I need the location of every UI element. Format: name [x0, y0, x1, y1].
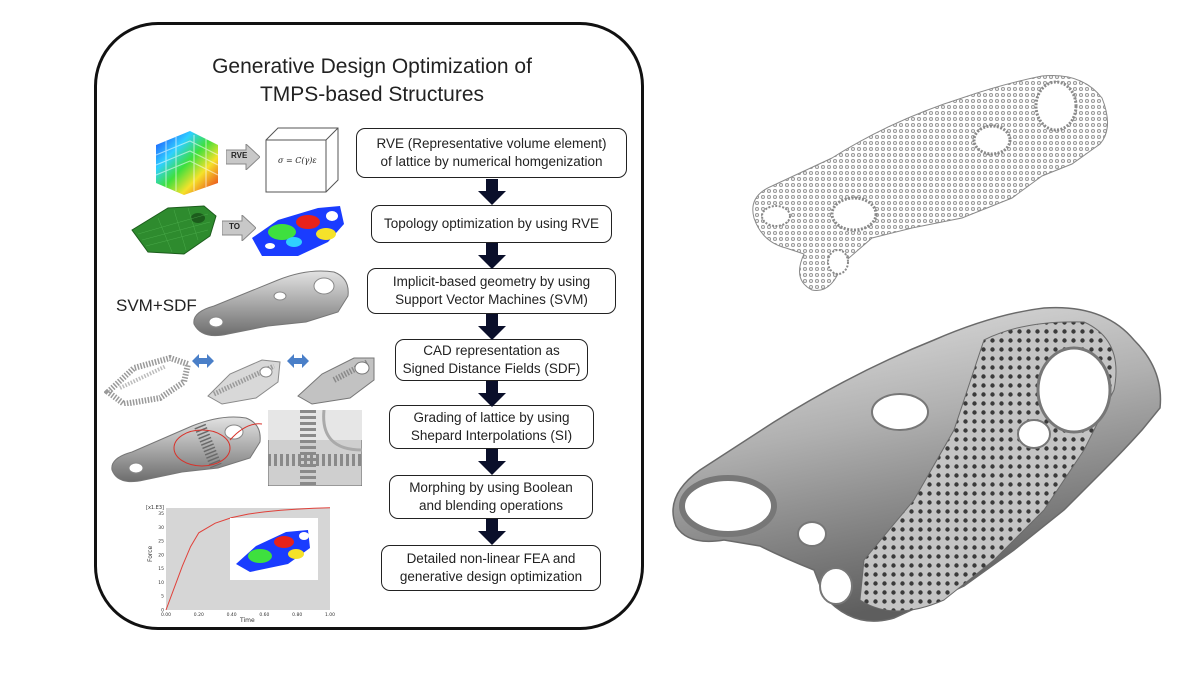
chart-multiplier: [x1.E3] — [146, 505, 164, 511]
chart-y-tick-label: 0 — [161, 608, 164, 614]
rve-arrow — [226, 144, 260, 170]
chart-series-line — [165, 507, 331, 611]
svm-sdf-label: SVM+SDF — [116, 296, 197, 315]
title-line-1: Generative Design Optimization of — [212, 55, 532, 78]
svm-sdf-solid-part-image — [193, 270, 349, 337]
flow-arrow-4 — [478, 381, 506, 407]
lattice-stage-2-image — [207, 359, 281, 405]
fea-inset-image — [230, 518, 318, 580]
lattice-stage-3-image — [297, 357, 375, 405]
step-morphing: Morphing by using Boolean and blending o… — [389, 475, 593, 519]
to-arrow-label: TO — [229, 222, 240, 231]
rve-lattice-cube-image — [155, 131, 219, 195]
step-to-line1: Topology optimization by using RVE — [383, 216, 600, 231]
chart-x-tick-label: 0.80 — [292, 612, 302, 618]
step-rve-line1: RVE (Representative volume element) — [376, 136, 607, 151]
panel-title: Generative Design Optimization of TMPS-b… — [97, 53, 647, 109]
step-fea-optimization: Detailed non-linear FEA and generative d… — [381, 545, 601, 591]
chart-x-tick-label: 0.20 — [194, 612, 204, 618]
chart-x-tick-label: 1.00 — [325, 612, 335, 618]
step-morph-line1: Morphing by using Boolean — [409, 480, 573, 495]
step-fea-line2: generative design optimization — [399, 569, 583, 584]
step-si-line2: Shepard Interpolations (SI) — [410, 428, 573, 443]
step-morph-line2: and blending operations — [418, 498, 564, 513]
step-implicit-geometry: Implicit-based geometry by using Support… — [367, 268, 616, 314]
fe-mesh-part-image — [131, 205, 217, 255]
chart-y-tick-label: 25 — [158, 539, 164, 545]
flow-arrow-2 — [478, 243, 506, 269]
step-svm-line2: Support Vector Machines (SVM) — [395, 292, 588, 307]
step-topology-optimization: Topology optimization by using RVE — [371, 205, 612, 243]
chart-y-tick-label: 15 — [158, 566, 164, 572]
chart-y-tick-label: 20 — [158, 552, 164, 558]
step-rve-line2: of lattice by numerical homgenization — [380, 154, 603, 169]
homogenized-cube-image — [265, 127, 339, 193]
chart-y-axis-label: Force — [147, 545, 154, 562]
chart-y-tick-label: 5 — [161, 594, 164, 600]
chart-y-tick-label: 30 — [158, 525, 164, 531]
flow-arrow-5 — [478, 449, 506, 475]
chart-x-tick-label: 0.60 — [259, 612, 269, 618]
flow-arrow-3 — [478, 314, 506, 340]
flow-arrow-1 — [478, 179, 506, 205]
step-grading-lattice: Grading of lattice by using Shepard Inte… — [389, 405, 594, 449]
graded-lattice-part-image — [111, 416, 263, 483]
step-cad-sdf: CAD representation as Signed Distance Fi… — [395, 339, 588, 381]
rve-arrow-label: RVE — [231, 151, 248, 160]
to-arrow — [222, 215, 256, 241]
graded-solid-bracket-render — [672, 306, 1162, 622]
flow-arrow-6 — [478, 519, 506, 545]
lattice-bracket-render — [752, 74, 1108, 291]
lattice-detail-zoom-image — [268, 410, 362, 486]
topology-optimization-result-image — [252, 206, 344, 256]
chart-y-tick-label: 35 — [158, 511, 164, 517]
chart-x-tick-label: 0.40 — [227, 612, 237, 618]
chart-x-axis-label: Time — [239, 617, 255, 624]
step-rve: RVE (Representative volume element) of l… — [356, 128, 627, 178]
step-si-line1: Grading of lattice by using — [413, 410, 570, 425]
step-svm-line1: Implicit-based geometry by using — [392, 274, 591, 289]
step-sdf-line2: Signed Distance Fields (SDF) — [402, 361, 581, 376]
blue-double-arrow-1 — [192, 354, 214, 368]
chart-x-tick-label: 0.00 — [161, 612, 171, 618]
title-line-2: TMPS-based Structures — [259, 83, 485, 106]
blue-double-arrow-2 — [287, 354, 309, 368]
lattice-stage-1-image — [104, 354, 192, 406]
step-fea-line1: Detailed non-linear FEA and — [406, 551, 576, 566]
step-sdf-line1: CAD representation as — [423, 343, 560, 358]
rve-equation: σ = C(γ)ε — [278, 156, 317, 165]
chart-y-tick-label: 10 — [158, 580, 164, 586]
